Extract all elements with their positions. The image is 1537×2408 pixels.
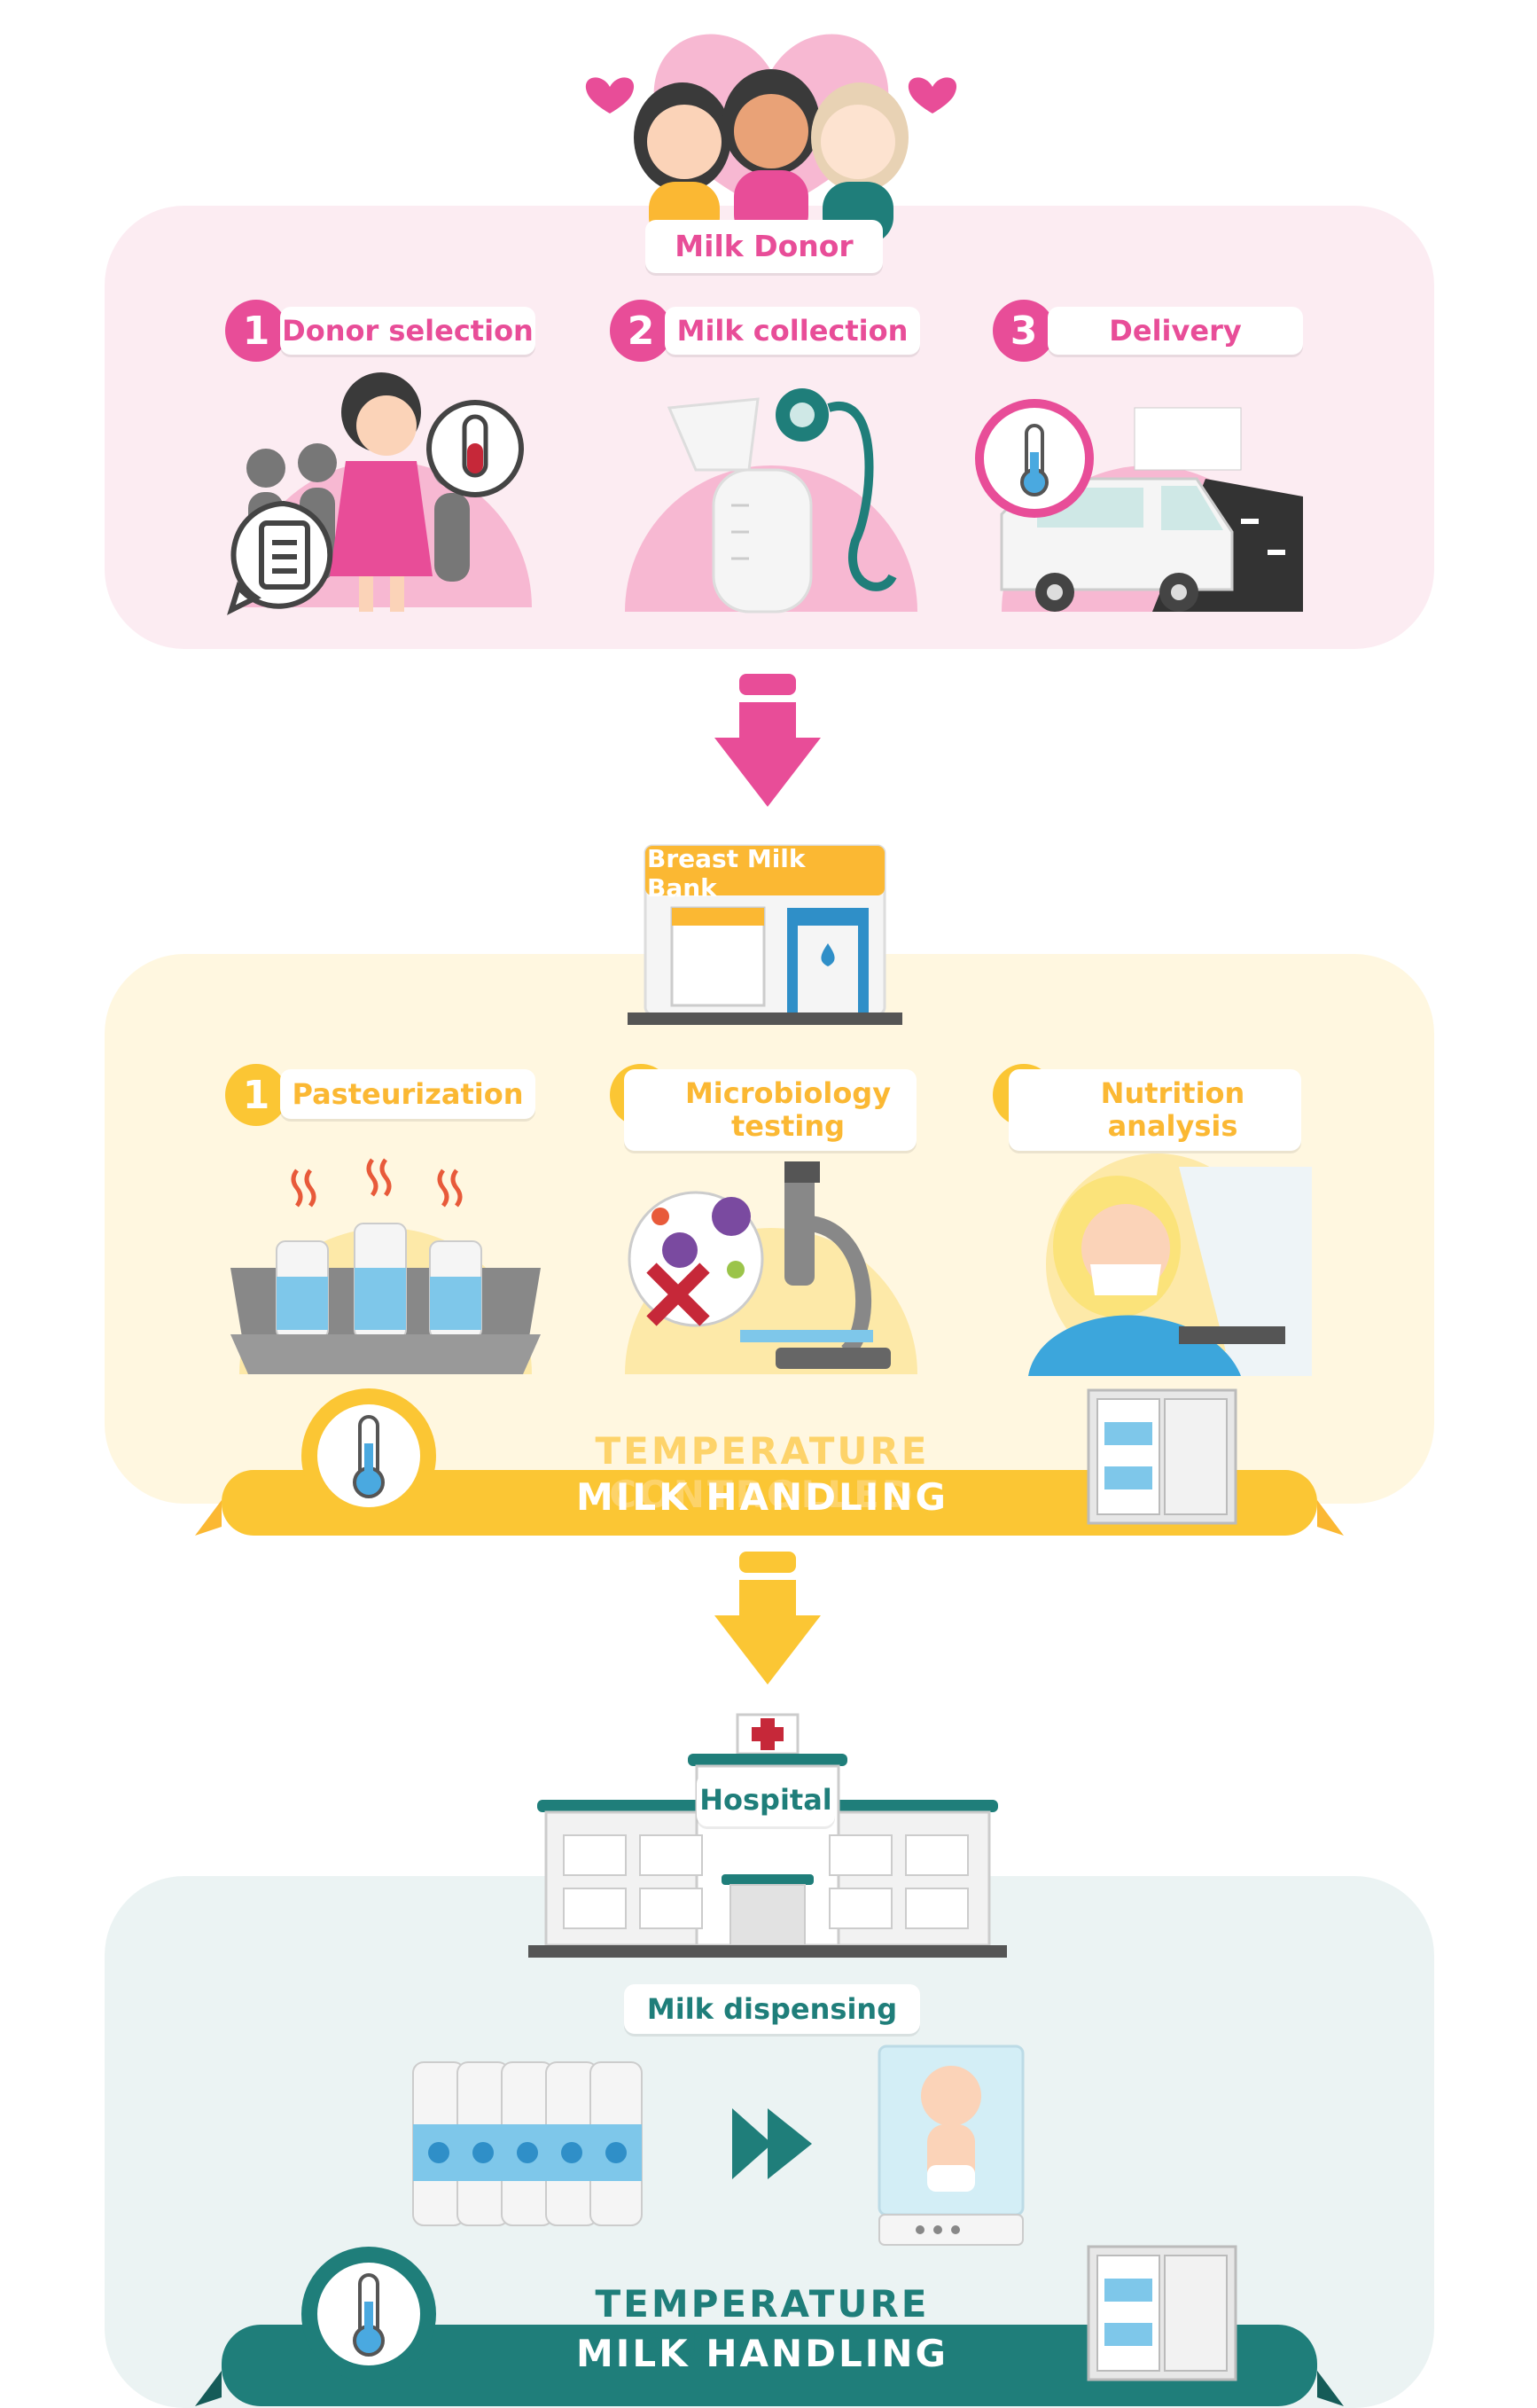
blood-test-icon [426, 400, 524, 497]
incubator-baby-icon [878, 2044, 1025, 2246]
thermometer-icon [975, 399, 1094, 518]
banner-title: TEMPERATURE CONTROLLED [595, 1429, 930, 1516]
step-label-nutrition-analysis: Nutrition analysis [1009, 1069, 1301, 1151]
milk-bottles-icon [412, 2061, 643, 2226]
thermometer-icon [301, 2247, 436, 2381]
microscope-icon [625, 1161, 917, 1374]
thermometer-icon [301, 1388, 436, 1523]
step-label-donor-selection: Donor selection [280, 307, 535, 355]
down-arrow-icon [714, 674, 821, 807]
step-label-pasteurization: Pasteurization [280, 1069, 535, 1119]
hospital-building-icon [528, 1713, 1007, 1958]
step-number: 2 [610, 300, 672, 362]
donor-women-icon [585, 34, 957, 244]
step-label-milk-dispensing: Milk dispensing [624, 1984, 920, 2034]
banner-subtitle: MILK HANDLING [575, 1475, 949, 1519]
step-label-milk-collection: Milk collection [665, 307, 920, 355]
hospital-title: Hospital [697, 1773, 835, 1826]
bacteria-icon [651, 1197, 751, 1278]
step-label-microbiology-testing: Microbiology testing [624, 1069, 917, 1151]
banner-ribbon [195, 2325, 1344, 2406]
breast-pump-icon [625, 388, 917, 614]
step-number: 3 [993, 300, 1055, 362]
banner-ribbon [195, 1470, 1344, 1536]
milk-bank-title: Breast Milk Bank [647, 844, 806, 903]
step-number: 1 [225, 1064, 287, 1126]
milk-bank-building-icon [628, 844, 902, 1025]
step-number: 1 [225, 300, 287, 362]
fast-forward-icon [732, 2108, 812, 2179]
step-label-delivery: Delivery [1048, 307, 1303, 355]
refrigerator-icon [1087, 2245, 1237, 2381]
lab-worker-icon [1028, 1153, 1312, 1376]
refrigerator-icon [1087, 1388, 1237, 1525]
pasteurizer-icon [230, 1158, 541, 1374]
down-arrow-icon [714, 1552, 821, 1685]
banner-subtitle: MILK HANDLING [575, 2332, 949, 2375]
clipboard-icon [227, 500, 333, 615]
milk-donor-title: Milk Donor [645, 220, 883, 273]
banner-title: TEMPERATURE CONTROLLED [595, 2282, 930, 2369]
